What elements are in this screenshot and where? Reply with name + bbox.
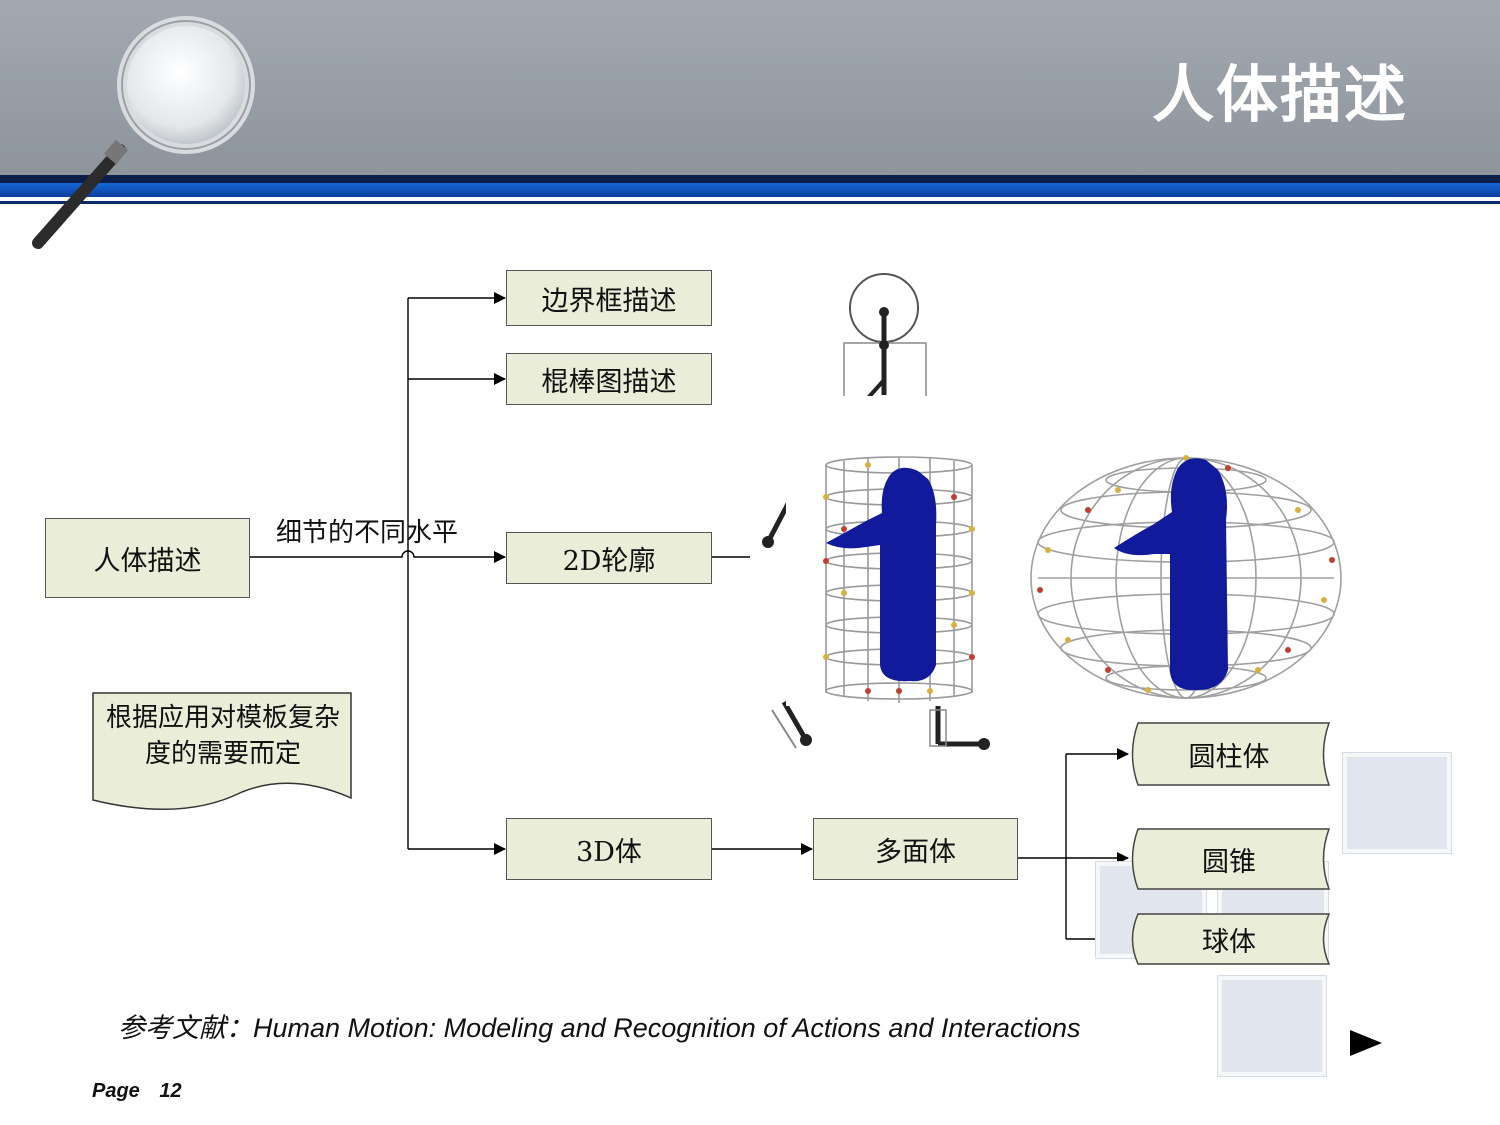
page-title: 人体描述: [1151, 58, 1408, 131]
page-indicator: Page 12: [92, 1080, 182, 1103]
node-bbox: 边界框描述: [506, 270, 712, 326]
header-stripe-line: [0, 201, 1500, 204]
node-contour: 2D轮廓: [506, 532, 712, 584]
page-number: 12: [159, 1080, 182, 1102]
node-stick: 棍棒图描述: [506, 353, 712, 405]
magnifier-icon: [32, 16, 255, 249]
node-sphere: 球体: [1126, 913, 1332, 965]
header-stripe-blue: [0, 183, 1500, 197]
note-text: 根据应用对模板复杂度的需要而定: [105, 703, 340, 769]
stick-figure-illustration: [762, 273, 990, 750]
edge-label: 细节的不同水平: [276, 518, 459, 548]
cylinder-model-illustration: [823, 456, 975, 703]
decor-square: [1343, 753, 1451, 853]
sphere-model-illustration: [1030, 455, 1342, 699]
header-stripe-dark: [0, 175, 1500, 183]
note-shape: [92, 692, 352, 810]
reference-title: Human Motion: Modeling and Recognition o…: [253, 1013, 1081, 1043]
node-volume: 3D体: [506, 818, 712, 880]
node-root: 人体描述: [45, 518, 250, 598]
node-cone: 圆锥: [1126, 828, 1332, 890]
reference-prefix: 参考文献：: [118, 1013, 253, 1043]
page-label: Page: [92, 1080, 140, 1102]
reference-text: 参考文献：Human Motion: Modeling and Recognit…: [118, 1006, 1080, 1045]
node-polyhedron: 多面体: [813, 818, 1018, 880]
node-cylinder: 圆柱体: [1126, 722, 1332, 786]
next-arrow-icon[interactable]: [1346, 1026, 1386, 1060]
decor-square: [1218, 976, 1326, 1076]
